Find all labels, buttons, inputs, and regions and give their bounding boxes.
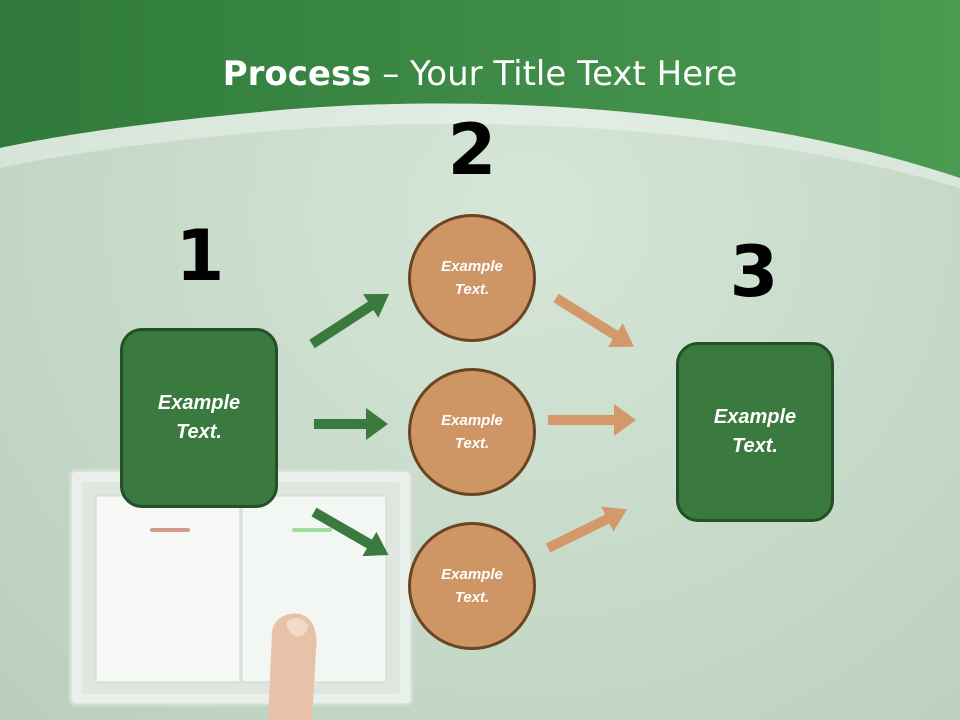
arrow-green-right (314, 408, 388, 440)
step-number-1: 1 (175, 215, 225, 297)
arrow-green-up (309, 293, 390, 349)
arrow-tan-right (548, 404, 636, 436)
title-bold: Process (222, 54, 372, 94)
arrow-tan-down (553, 293, 635, 347)
step-2-circle-bottom: Example Text. (408, 522, 536, 650)
slide-title: Process – Your Title Text Here (0, 52, 960, 96)
arrow-tan-up (545, 506, 628, 553)
step-2-circle-top: Example Text. (408, 214, 536, 342)
step-number-2: 2 (447, 109, 497, 191)
title-rest: – Your Title Text Here (371, 54, 738, 94)
step-1-box: Example Text. (120, 328, 278, 508)
light-switch-image (68, 468, 414, 720)
step-number-3: 3 (729, 231, 779, 313)
arrow-green-down (311, 507, 389, 557)
step-3-box: Example Text. (676, 342, 834, 522)
step-2-circle-middle: Example Text. (408, 368, 536, 496)
